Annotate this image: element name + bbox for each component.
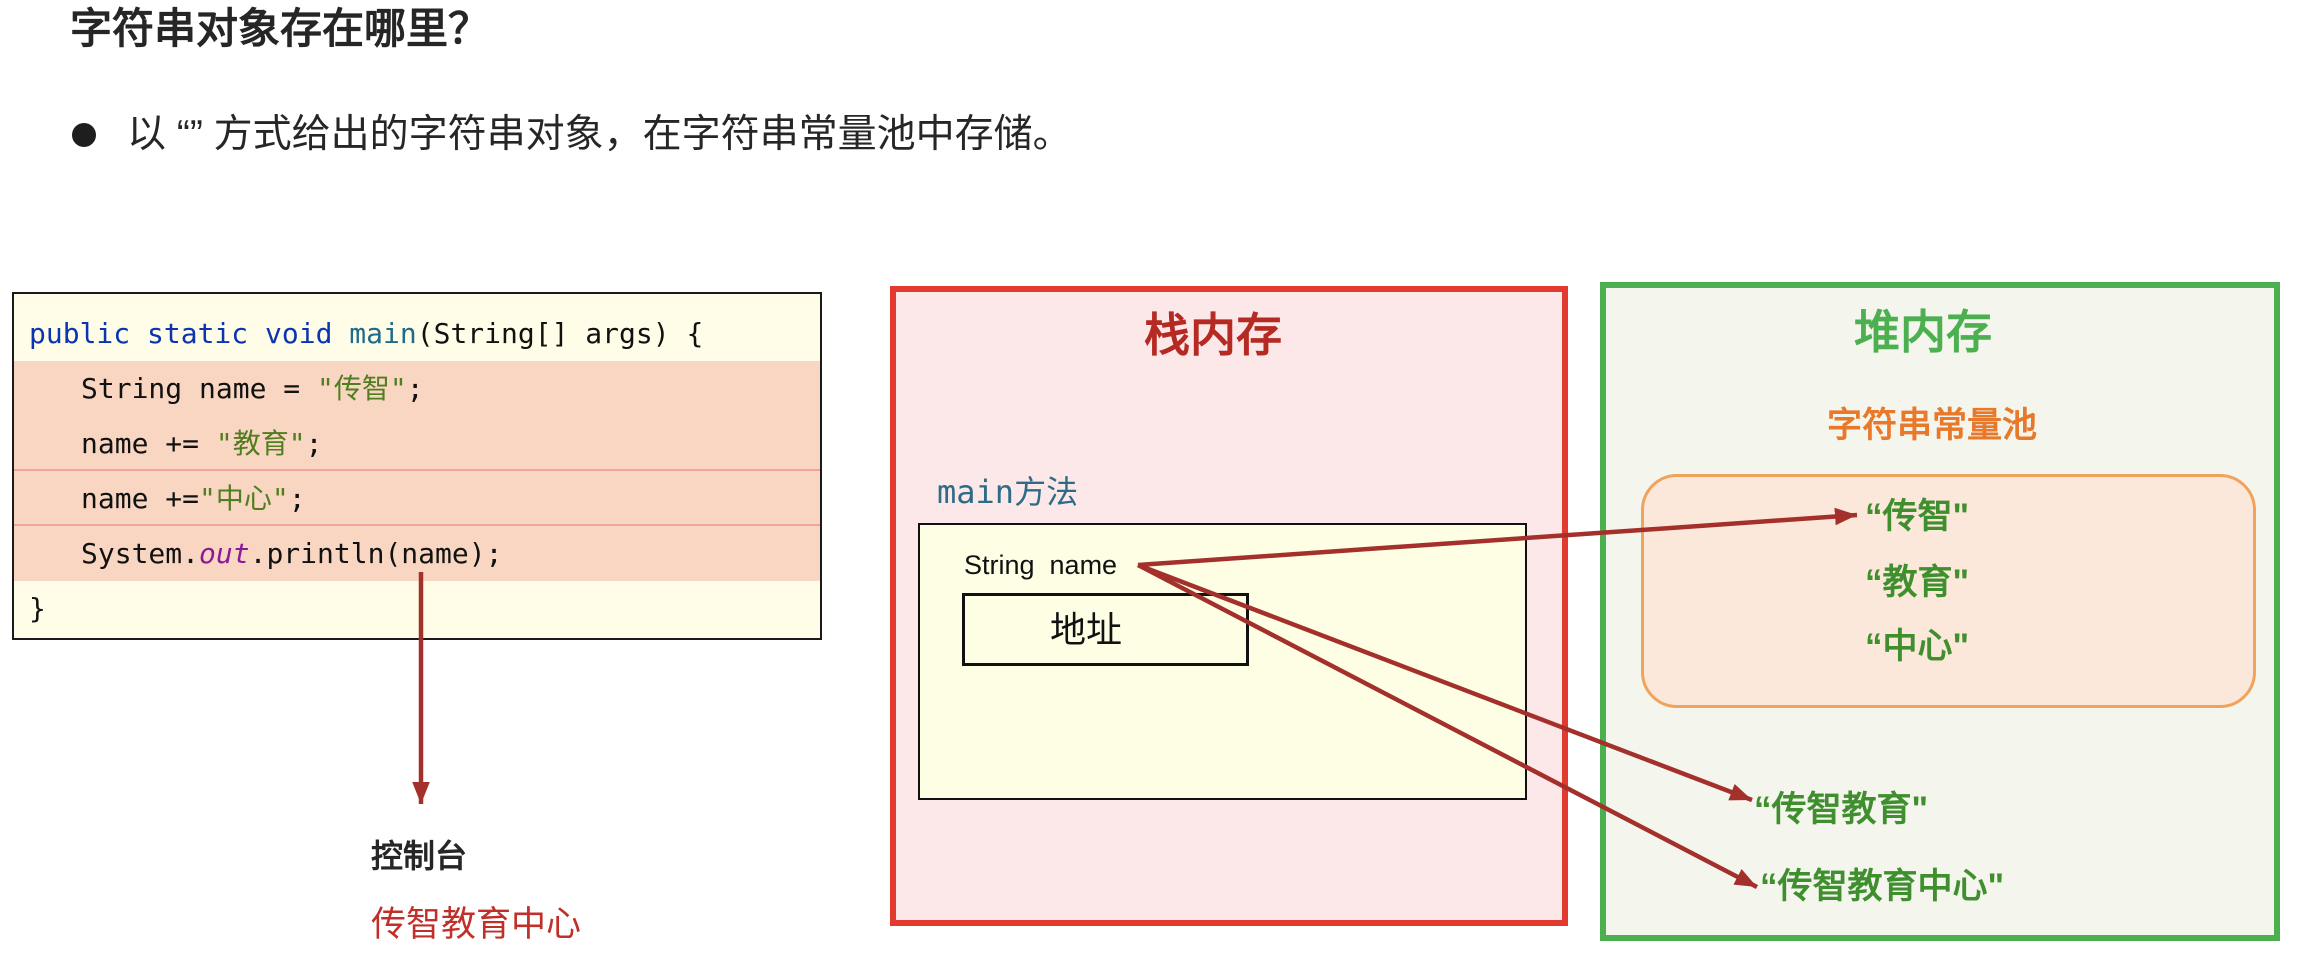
code-line-print: System.out.println(name); [14, 526, 820, 581]
code-text [332, 317, 349, 350]
code-text: (String[] args) { [416, 317, 704, 350]
code-block: public static void main(String[] args) {… [12, 292, 822, 640]
stack-title: 栈内存 [1144, 309, 1282, 361]
code-text: ; [288, 482, 306, 515]
heap-title: 堆内存 [1854, 306, 1992, 358]
code-line-concat-1: name += "教育"; [14, 416, 820, 471]
code-text: name += [81, 427, 216, 460]
code-line-concat-2: name +="中心"; [14, 471, 820, 526]
address-label: 地址 [1050, 609, 1123, 650]
bullet-dot-icon [72, 123, 96, 147]
heap-string-object: “传智教育" [1754, 790, 1929, 829]
code-line-signature: public static void main(String[] args) { [14, 306, 820, 361]
heap-memory-panel: 堆内存 字符串常量池 “传智" “教育" “中心" “传智教育" “传智教育中心… [1600, 282, 2280, 941]
code-text: System. [81, 537, 200, 570]
code-line-declare: String name = "传智"; [14, 361, 820, 416]
slide-title: 字符串对象存在哪里？ [70, 5, 491, 52]
code-keyword: public static void [29, 317, 333, 350]
console-label: 控制台 [371, 838, 468, 874]
pool-string-item: “中心" [1864, 627, 1970, 666]
code-text: .println(name); [249, 537, 503, 570]
code-text: } [29, 592, 46, 625]
bullet-text: 以 “” 方式给出的字符串对象，在字符串常量池中存储。 [127, 113, 1072, 156]
code-string-literal: "教育" [215, 427, 306, 460]
pool-string-item: “传智" [1864, 497, 1970, 536]
string-pool-title: 字符串常量池 [1826, 406, 2038, 445]
variable-label: String name [964, 550, 1118, 580]
code-method-name: main [349, 317, 417, 350]
code-field: out [199, 537, 250, 570]
heap-string-object: “传智教育中心" [1760, 867, 2005, 906]
address-box: 地址 [962, 593, 1249, 666]
pool-string-item: “教育" [1864, 563, 1970, 602]
method-frame: String name 地址 [918, 523, 1527, 800]
code-text: ; [406, 372, 424, 405]
code-string-literal: "传智" [317, 372, 407, 405]
string-constant-pool: “传智" “教育" “中心" [1641, 474, 2256, 708]
code-text: ; [305, 427, 323, 460]
method-frame-label: main方法 [937, 473, 1079, 511]
code-text: String name = [81, 372, 318, 405]
stack-memory-panel: 栈内存 main方法 String name 地址 [890, 286, 1568, 926]
code-string-literal: "中心" [199, 482, 289, 515]
code-text: name += [81, 482, 200, 515]
console-output: 传智教育中心 [371, 905, 582, 944]
code-line-close: } [14, 581, 820, 636]
